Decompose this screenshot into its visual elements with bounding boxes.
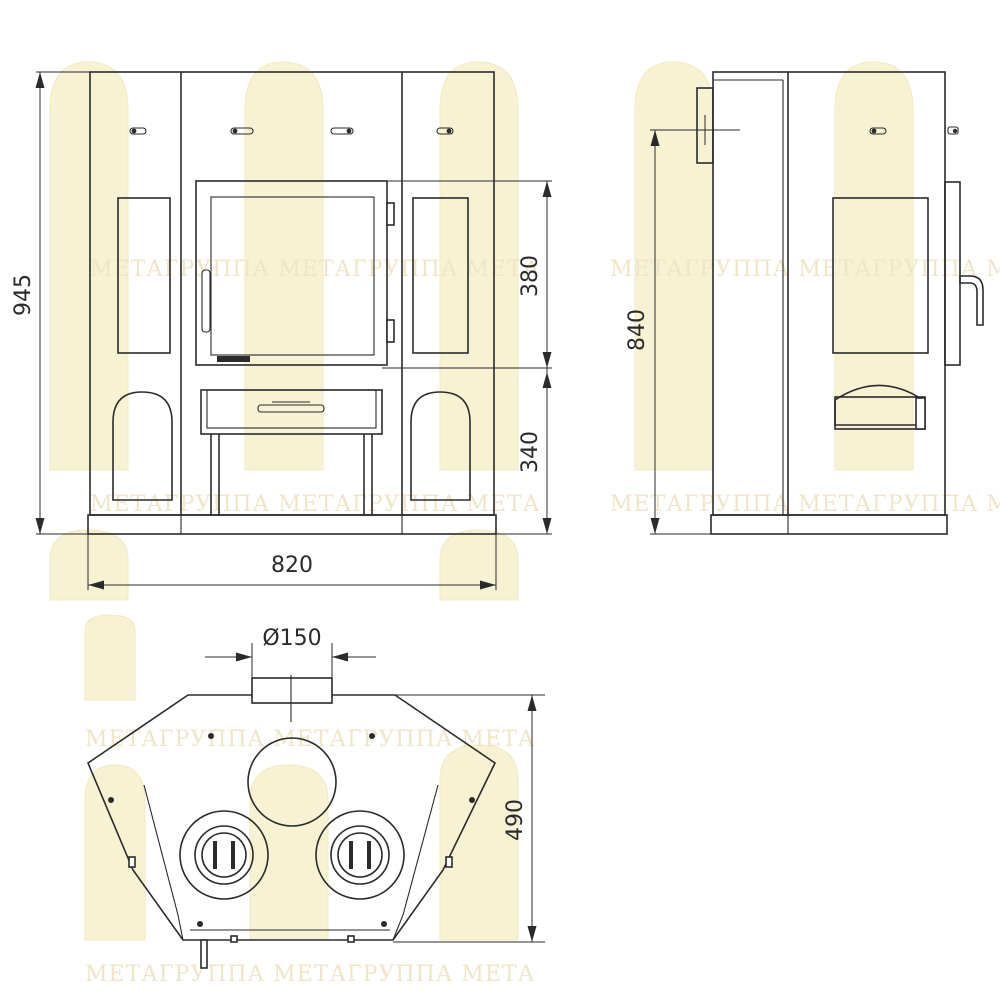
side-base-plinth (710, 514, 948, 535)
front-body (89, 71, 495, 516)
side-window (832, 197, 929, 354)
watermark-text: МЕТАГРУППА МЕТАГРУППА МЕТА (90, 492, 540, 517)
side-door-edge (944, 181, 961, 366)
top-view (87, 675, 497, 969)
knob-icon (230, 127, 254, 135)
right-hotplate-icon (315, 810, 405, 900)
right-side-window (412, 197, 469, 354)
top-center-opening (247, 737, 337, 827)
width-820-label: 820 (271, 553, 313, 578)
height-945-label: 945 (11, 274, 36, 316)
watermark-text: МЕТАГРУППА МЕТАГРУППА МЕТА (85, 727, 535, 752)
front-dimension-width: 820 (87, 534, 497, 590)
watermark-text: МЕТАГРУППА МЕТАГРУППА МЕТА (610, 492, 1000, 517)
front-dimension-upper: 380 (382, 180, 552, 369)
knob-icon (436, 127, 454, 135)
firebox-door-glass (210, 196, 375, 356)
top-dimension-depth: 490 (332, 694, 545, 943)
door-handle (201, 269, 211, 333)
knob-icon (869, 127, 887, 135)
height-380-label: 380 (518, 255, 543, 297)
top-dimension-flue: Ø150 (205, 626, 376, 678)
brand-plate (217, 356, 250, 362)
door-hinge (386, 202, 395, 226)
side-flue-collar (696, 87, 714, 164)
left-side-window (117, 197, 171, 354)
side-dimension-height: 840 (625, 115, 740, 535)
knob-icon (947, 126, 959, 135)
height-340-label: 340 (518, 431, 543, 473)
left-arched-niche (112, 391, 173, 501)
flue-diameter-label: Ø150 (262, 626, 321, 651)
door-hinge (386, 319, 395, 343)
front-base-plinth (87, 514, 497, 535)
top-flue-collar (251, 677, 333, 704)
front-dimension-height: 945 (11, 71, 90, 535)
front-dimension-lower: 340 (496, 368, 552, 535)
side-view (696, 71, 984, 535)
firebox-door (195, 180, 388, 366)
watermark-text: МЕТАГРУППА МЕТАГРУППА МЕТА (90, 257, 540, 282)
watermark-text: МЕТАГРУППА МЕТАГРУППА МЕТА (85, 962, 535, 987)
watermark-text: МЕТАГРУППА МЕТАГРУППА МЕТА (610, 257, 1000, 282)
depth-490-label: 490 (503, 799, 528, 841)
right-arched-niche (410, 391, 471, 501)
top-handle-stub (200, 939, 208, 969)
drawer-handle (257, 404, 325, 413)
watermark-layer: МЕТАГРУППА МЕТАГРУППА МЕТА МЕТАГРУППА МЕ… (49, 61, 1000, 987)
height-840-label: 840 (625, 309, 650, 351)
knob-icon (330, 127, 354, 135)
left-hotplate-icon (179, 810, 269, 900)
front-view (87, 71, 497, 535)
knob-icon (129, 127, 147, 135)
side-door-handle (959, 275, 984, 326)
